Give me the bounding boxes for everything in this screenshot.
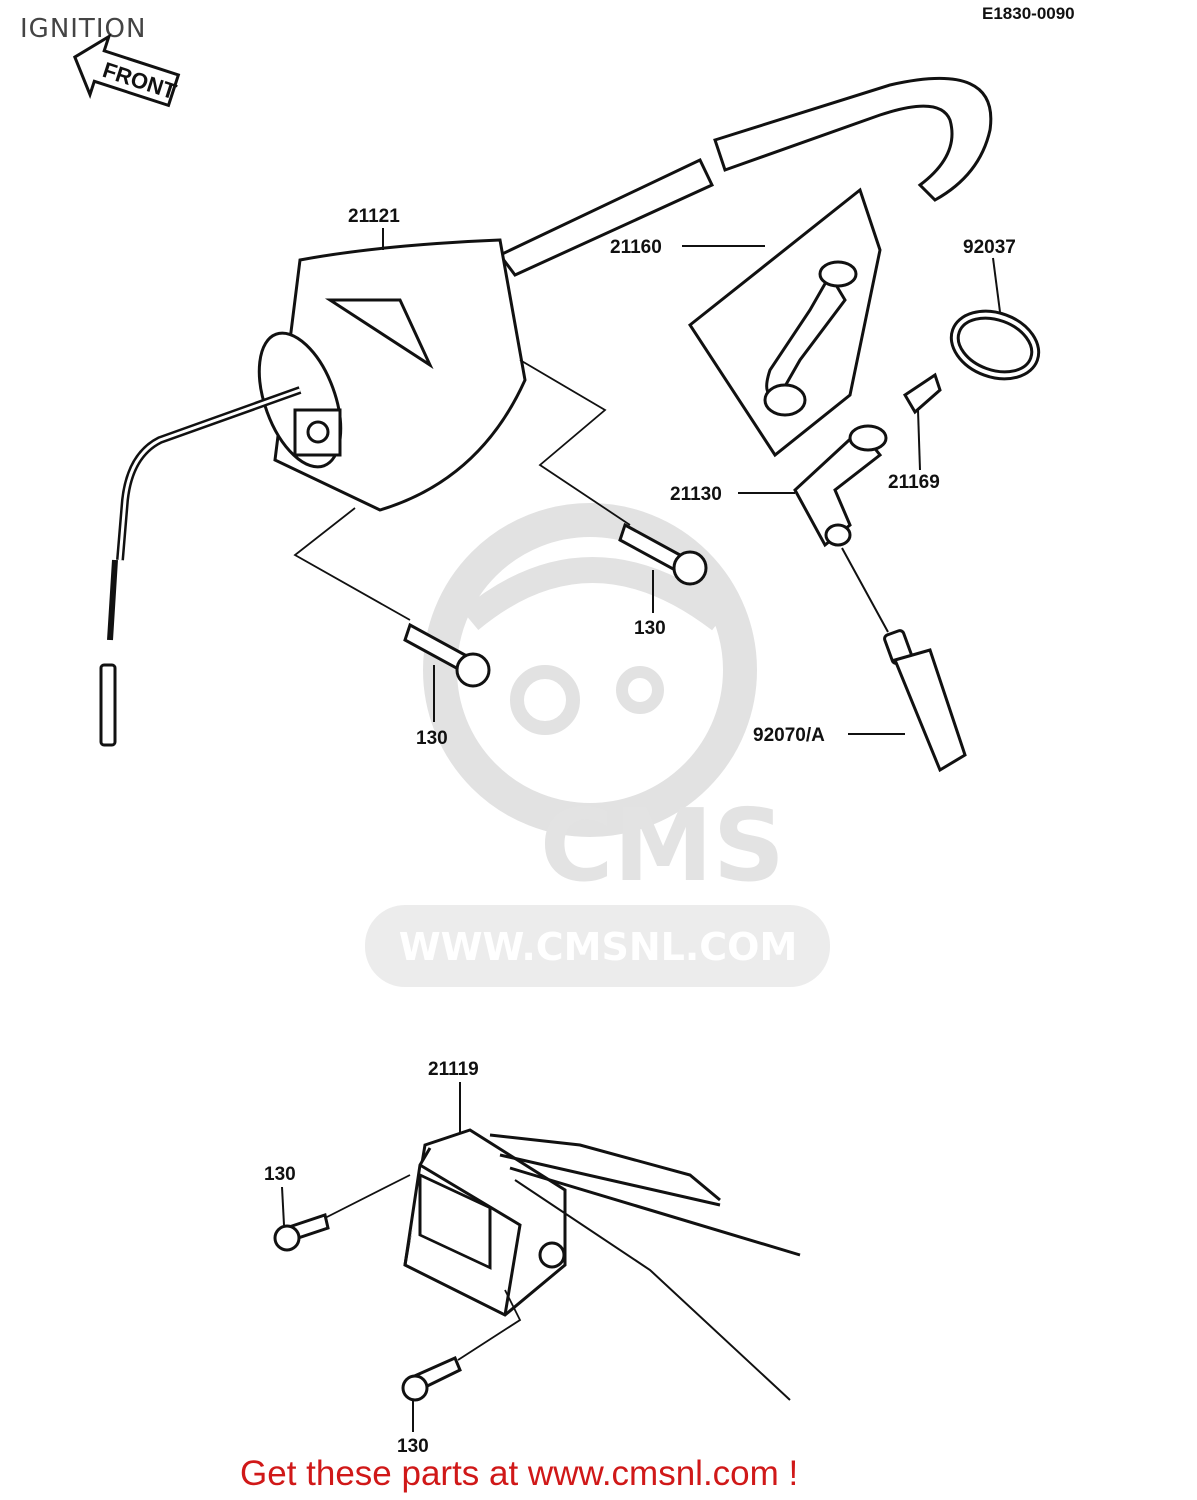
ignition-coil xyxy=(99,77,993,747)
part-labels: 21121 21160 92037 21169 21130 130 130 92… xyxy=(264,206,1016,1457)
part-label-130-cdi-left: 130 xyxy=(264,1164,296,1185)
diagram-code: E1830-0090 xyxy=(982,4,1075,23)
part-label-21119: 21119 xyxy=(428,1059,479,1080)
cdi-assembly-lines xyxy=(324,1174,522,1361)
plug-cap xyxy=(793,424,888,548)
diagram-title: IGNITION xyxy=(20,14,147,44)
watermark-brand: CMS xyxy=(540,787,785,904)
part-label-130-right: 130 xyxy=(634,618,666,639)
part-label-21130: 21130 xyxy=(670,484,722,505)
part-label-130-left: 130 xyxy=(416,728,448,749)
bolt-130-right xyxy=(618,522,708,586)
terminal-nut xyxy=(902,372,942,415)
bolt-130-cdi-left xyxy=(273,1213,330,1252)
front-arrow-icon: FRONT xyxy=(72,33,181,108)
part-label-21160: 21160 xyxy=(610,237,662,258)
cdi-unit xyxy=(403,1128,801,1401)
bolt-130-cdi-bottom xyxy=(401,1356,462,1402)
spark-plug xyxy=(841,547,967,773)
hose-clamp xyxy=(949,309,1041,381)
part-label-21121: 21121 xyxy=(348,206,400,227)
part-label-92070: 92070/A xyxy=(753,725,825,746)
bolt-130-left xyxy=(403,622,491,688)
assembly-lines xyxy=(293,359,631,621)
watermark-url: WWW.CMSNL.COM xyxy=(399,925,798,969)
cms-watermark: CMS WWW.CMSNL.COM xyxy=(365,503,830,987)
footer-link-text[interactable]: Get these parts at www.cmsnl.com ! xyxy=(240,1454,799,1493)
part-label-130-cdi-bottom: 130 xyxy=(397,1436,429,1457)
part-label-21169: 21169 xyxy=(888,472,940,493)
part-label-92037: 92037 xyxy=(963,237,1016,258)
cap-seal xyxy=(687,187,882,458)
